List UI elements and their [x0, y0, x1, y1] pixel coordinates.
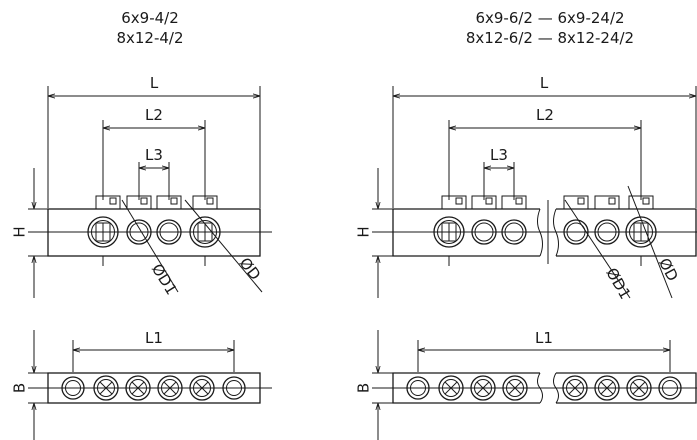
right-front-view: L L2 L3 [355, 74, 697, 302]
right-dim-L3: L3 [490, 146, 508, 164]
right-title-line-1: 6x9-6/2 — 6x9-24/2 [475, 9, 625, 27]
right-dim-D: ØD [655, 255, 682, 284]
left-top-view: L1 B [11, 329, 272, 440]
right-dim-B: B [355, 383, 373, 393]
left-dim-H: H [11, 226, 29, 237]
right-top-view: L1 B [355, 329, 697, 440]
right-dim-H: H [355, 226, 373, 237]
left-title-line-2: 8x12-4/2 [116, 29, 184, 47]
right-dim-L1: L1 [535, 329, 553, 347]
left-model-title: 6x9-4/2 8x12-4/2 [60, 8, 240, 48]
right-dim-L: L [540, 74, 549, 92]
left-front-view: L L2 L3 [11, 74, 272, 298]
left-dim-L3: L3 [145, 146, 163, 164]
left-title-line-1: 6x9-4/2 [121, 9, 179, 27]
right-title-line-2: 8x12-6/2 — 8x12-24/2 [465, 29, 635, 47]
left-dim-L: L [150, 74, 159, 92]
right-dim-L2: L2 [536, 106, 554, 124]
left-dim-B: B [11, 383, 29, 393]
left-dim-L1: L1 [145, 329, 163, 347]
left-dim-D1: ØD1 [148, 261, 181, 298]
left-dim-D: ØD [236, 254, 265, 283]
left-dim-L2: L2 [145, 106, 163, 124]
right-model-title: 6x9-6/2 — 6x9-24/2 8x12-6/2 — 8x12-24/2 [410, 8, 690, 48]
